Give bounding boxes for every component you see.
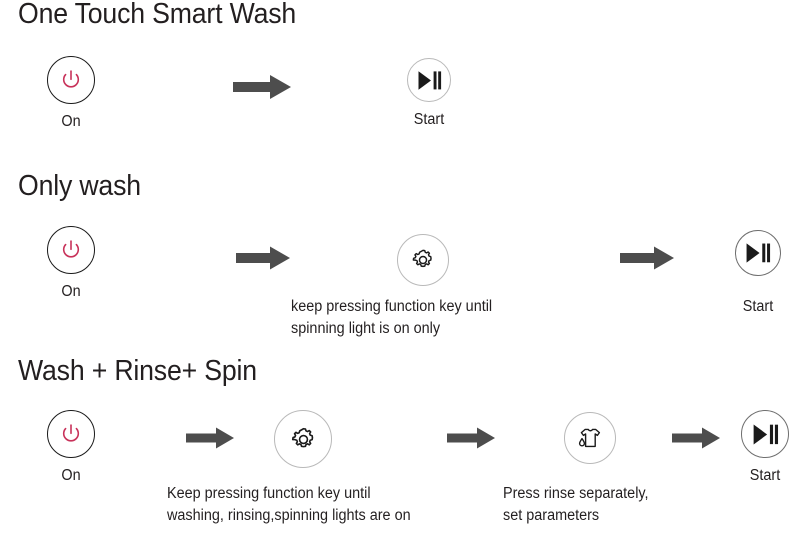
power-button-circle[interactable] (47, 410, 95, 458)
step-power-on-row1[interactable]: On (36, 56, 106, 131)
section-title-wash-rinse-spin: Wash + Rinse+ Spin (18, 355, 257, 387)
power-icon (59, 422, 83, 446)
section-title-only-wash: Only wash (18, 170, 141, 202)
step-start-row1[interactable]: Start (393, 58, 465, 129)
power-icon (59, 68, 83, 92)
flow-row-one-touch-smart-wash: On Start (0, 46, 807, 156)
note-rinse: Press rinse separately, set parameters (503, 485, 649, 524)
arrow-right-icon (672, 427, 720, 449)
step-caption-start: Start (749, 467, 781, 484)
gear-icon (410, 247, 436, 273)
arrow-right-icon (447, 427, 495, 449)
step-start-row2[interactable]: Start (722, 230, 794, 316)
step-caption-on: On (61, 467, 81, 484)
section-title-one-touch-smart-wash: One Touch Smart Wash (18, 0, 297, 30)
start-button-circle[interactable] (407, 58, 451, 102)
power-icon (59, 238, 83, 262)
arrow-right-icon (233, 74, 291, 100)
function-button-circle[interactable] (397, 234, 449, 286)
play-pause-icon (417, 70, 442, 91)
step-caption-start: Start (742, 298, 774, 315)
arrow-right-icon (186, 427, 234, 449)
start-button-circle[interactable] (735, 230, 781, 276)
play-pause-icon (752, 423, 779, 446)
step-start-row3[interactable]: Start (737, 410, 793, 485)
power-button-circle[interactable] (47, 226, 95, 274)
rinse-garment-icon (577, 426, 603, 450)
flow-row-wash-rinse-spin: On Keep pressing function key until wash… (0, 405, 807, 540)
step-caption-on: On (61, 113, 81, 130)
rinse-button-circle[interactable] (564, 412, 616, 464)
function-button-circle[interactable] (274, 410, 332, 468)
arrow-right-icon (620, 246, 674, 270)
flow-row-only-wash: On keep pressing function key until spin… (0, 226, 807, 346)
note-function-key: Keep pressing function key until washing… (167, 485, 411, 524)
arrow-right-icon (236, 246, 290, 270)
note-only-wash: keep pressing function key until spinnin… (291, 298, 493, 337)
step-function-key-row2[interactable] (396, 234, 450, 286)
step-function-key-row3[interactable] (274, 410, 332, 468)
gear-icon (289, 425, 318, 454)
step-caption-on: On (61, 283, 81, 300)
step-caption-start: Start (413, 111, 445, 128)
play-pause-icon (745, 242, 771, 264)
power-button-circle[interactable] (47, 56, 95, 104)
step-power-on-row2[interactable]: On (36, 226, 106, 301)
start-button-circle[interactable] (741, 410, 789, 458)
step-rinse-row3[interactable] (564, 412, 616, 464)
step-power-on-row3[interactable]: On (36, 410, 106, 485)
